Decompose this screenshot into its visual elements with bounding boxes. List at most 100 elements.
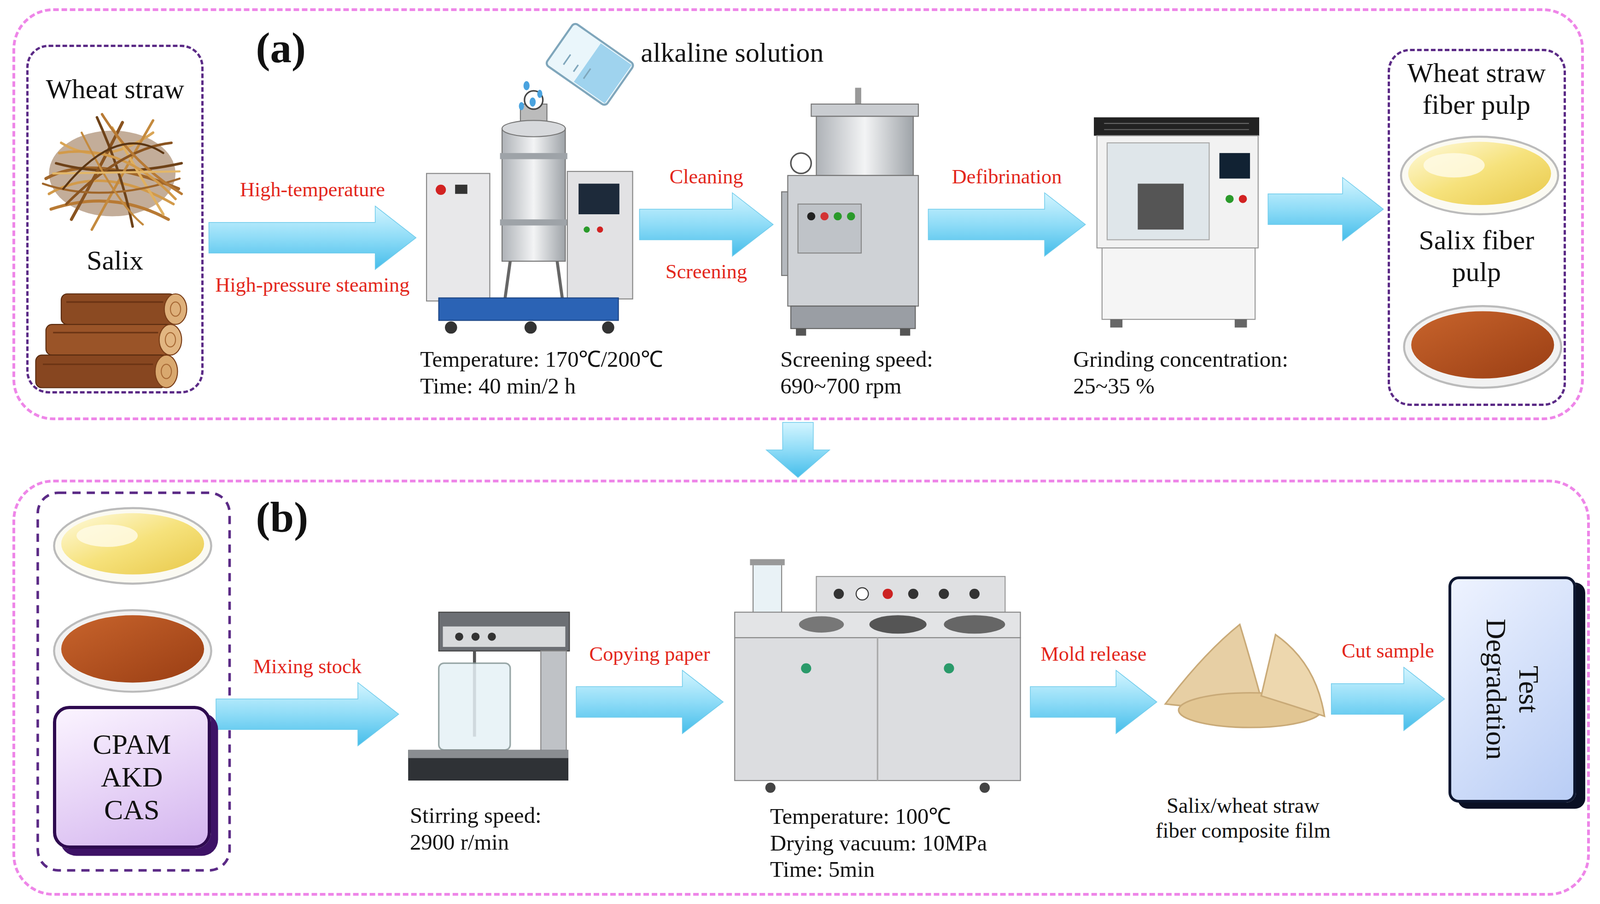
edge-label: Defibrination — [951, 165, 1063, 189]
pulp-box: Wheat straw fiber pulpSalix fiber pulp — [1387, 48, 1567, 406]
steaming-machine-illustration — [505, 261, 563, 298]
beaker-illustration — [545, 22, 635, 107]
wheat-straw-illustration — [102, 114, 182, 194]
drying-machine-illustration — [753, 562, 782, 614]
wheat-straw-pulp-dish — [1401, 136, 1559, 215]
composite-film-illustration — [1261, 634, 1325, 716]
stirring-machine-illustration — [471, 632, 480, 641]
screening-machine-illustration — [790, 152, 812, 174]
steaming-machine: Temperature: 170℃/200℃Time: 40 min/2 h — [420, 89, 635, 339]
parameter-text: Grinding concentration: — [1073, 346, 1289, 373]
beaker-illustration — [529, 97, 536, 107]
edge-label: Mixing stock — [253, 654, 362, 679]
salix-logs-illustration — [35, 293, 187, 388]
parameter-text: 25~35 % — [1073, 373, 1155, 399]
edge-label: Cleaning — [669, 165, 744, 189]
grinding-machine-illustration — [1234, 319, 1248, 328]
screening-machine-illustration — [781, 87, 919, 336]
salix-logs-illustration — [61, 293, 176, 325]
wheat-straw-illustration — [42, 114, 182, 230]
drying-machine-illustration — [734, 559, 1021, 793]
screening-machine-illustration — [899, 328, 911, 336]
grinding-machine-illustration — [1225, 194, 1234, 204]
pulp-name: Salix fiber pulp — [1400, 224, 1554, 288]
grinding-machine-illustration — [1102, 247, 1256, 320]
drying-machine-illustration — [800, 662, 812, 673]
drying-machine-illustration — [869, 614, 927, 634]
additive-names: CPAM AKD CAS — [80, 727, 183, 827]
pulp-name: Wheat straw fiber pulp — [1400, 57, 1554, 121]
steaming-machine-illustration — [583, 226, 590, 233]
edge-label: Screening — [665, 260, 748, 284]
screening-machine-illustration — [798, 204, 862, 253]
salix-pulp-dish — [1404, 305, 1562, 388]
wheat-straw-pulp-dish — [53, 508, 211, 584]
salix-logs-illustration — [35, 355, 167, 388]
grinding-machine-illustration — [1219, 152, 1250, 179]
steaming-machine-illustration — [567, 171, 633, 299]
drying-machine-illustration — [882, 588, 893, 599]
additive-box: CPAM AKD CAS — [52, 705, 211, 849]
edge-label: High-temperature — [239, 178, 386, 202]
raw-material-box: Wheat strawSalix — [26, 44, 205, 394]
salix-pulp-dish — [53, 609, 211, 692]
salix-logs-illustration — [155, 355, 178, 388]
drying-machine-illustration — [969, 588, 980, 599]
panel-label: (b) — [255, 492, 309, 542]
wheat-straw-illustration — [59, 151, 176, 199]
wheat-straw-illustration — [52, 171, 180, 174]
drying-machine-illustration — [943, 614, 1005, 634]
product-name: Salix/wheat straw fiber composite film — [1148, 793, 1338, 843]
beaker-illustration — [563, 54, 591, 79]
wheat-straw-illustration — [63, 143, 164, 189]
process-arrow — [1267, 177, 1384, 241]
screening-machine-illustration — [807, 212, 816, 221]
wheat-straw-illustration — [51, 200, 169, 220]
process-arrow — [216, 682, 399, 746]
steaming-machine-illustration — [502, 120, 566, 137]
stirring-machine-illustration — [438, 612, 570, 651]
salix-logs-illustration — [165, 332, 176, 347]
parameter-text: Stirring speed: — [409, 802, 542, 829]
steaming-machine-illustration — [601, 321, 615, 334]
edge-label: Cut sample — [1341, 639, 1435, 663]
grinding-machine-illustration — [1103, 123, 1250, 130]
wheat-straw-pulp-dish — [61, 513, 205, 575]
drying-machine-illustration — [799, 616, 844, 633]
grinding-machine-illustration — [1093, 117, 1260, 328]
grinding-machine-illustration — [1110, 319, 1123, 328]
steaming-machine-illustration — [435, 184, 446, 195]
wheat-straw-pulp-dish — [1407, 141, 1551, 205]
process-arrow — [928, 192, 1086, 256]
grinding-machine-illustration — [1097, 135, 1259, 249]
composite-film-illustration — [1165, 624, 1325, 728]
salix-pulp-dish — [1404, 305, 1562, 388]
parameter-text: 690~700 rpm — [780, 373, 902, 399]
panel-label: (a) — [255, 23, 306, 73]
drying-machine-illustration — [876, 637, 879, 781]
process-arrow — [209, 205, 417, 269]
beaker-illustration — [523, 81, 530, 91]
screening-machine-illustration — [787, 175, 919, 306]
process-arrow — [1030, 670, 1157, 734]
screening-machine-illustration — [846, 212, 856, 221]
salix-logs-illustration — [170, 301, 181, 316]
beaker-illustration — [537, 89, 543, 99]
parameter-text: Temperature: 170℃/200℃ — [420, 346, 663, 373]
test-label: Test Degradation — [1479, 612, 1546, 766]
stirring-machine-illustration — [438, 662, 511, 750]
screening-machine-illustration — [816, 116, 913, 176]
grinding-machine-illustration — [1093, 117, 1260, 136]
steaming-machine-illustration — [500, 152, 568, 159]
screening-machine-illustration — [833, 212, 842, 221]
screening-machine-illustration — [820, 212, 829, 221]
steaming-machine-illustration — [444, 321, 458, 334]
material-name: Wheat straw — [45, 73, 185, 106]
salix-logs-illustration — [42, 301, 164, 364]
salix-pulp-dish — [53, 609, 211, 692]
beaker-illustration — [519, 22, 635, 111]
process-panel: (a)Wheat strawSalixTemperature: 170℃/200… — [12, 8, 1584, 421]
drying-machine-illustration — [979, 782, 990, 793]
